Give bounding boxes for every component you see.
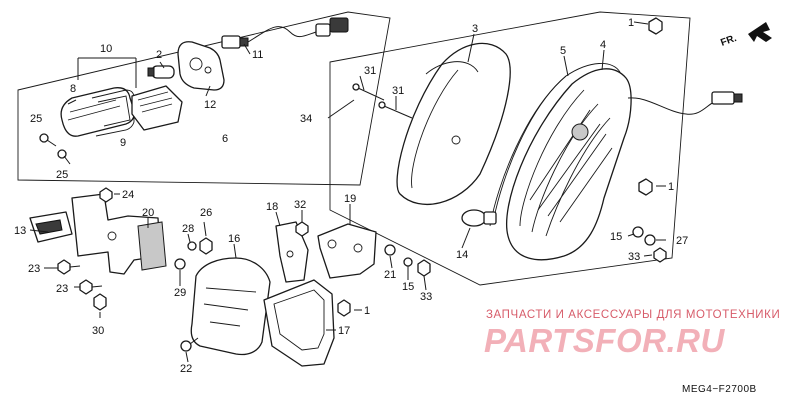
side-reflector [29, 211, 73, 243]
callout-13: 13 [14, 225, 26, 237]
license-light-housing [177, 41, 225, 91]
watermark-tagline: ЗАПЧАСТИ И АКСЕССУАРЫ ДЛЯ МОТОТЕХНИКИ [486, 309, 780, 321]
nut-33-center [417, 259, 431, 277]
callout-8: 8 [70, 83, 76, 95]
nut-1-center [337, 299, 351, 317]
reflector-20 [137, 221, 167, 271]
license-light-bulb [147, 65, 175, 79]
callout-15-right: 15 [610, 231, 622, 243]
screw-31-a [352, 83, 385, 101]
callout-33-center: 33 [420, 291, 432, 303]
washer-stack-right [632, 226, 667, 263]
rear-fender-panel [190, 257, 271, 356]
washer-15-center [403, 257, 413, 267]
watermark-logo: PARTSFOR.RU [484, 322, 725, 359]
callout-9: 9 [120, 137, 126, 149]
front-arrow-icon [748, 22, 772, 42]
callout-15-center: 15 [402, 281, 414, 293]
bolt-23-b [79, 279, 103, 295]
stay-bracket [275, 221, 309, 283]
watermark: ЗАПЧАСТИ И АКСЕССУАРЫ ДЛЯ МОТОТЕХНИКИ PA… [484, 309, 780, 359]
callout-33-right: 33 [628, 251, 640, 263]
bolt-32 [295, 221, 309, 237]
callout-25-upper: 25 [30, 113, 42, 125]
callout-5: 5 [560, 45, 566, 57]
callout-12: 12 [204, 99, 216, 111]
callout-24: 24 [122, 189, 134, 201]
callout-4: 4 [600, 39, 606, 51]
screw-22 [180, 337, 199, 352]
callout-30: 30 [92, 325, 104, 337]
callout-1-center: 1 [364, 305, 370, 317]
callout-32: 32 [294, 199, 306, 211]
callout-28: 28 [182, 223, 194, 235]
taillight-housing [506, 68, 632, 261]
callout-1-right: 1 [668, 181, 674, 193]
screw-31-b [378, 101, 413, 119]
taillight-wire [627, 91, 743, 115]
callout-16: 16 [228, 233, 240, 245]
washer-29 [174, 258, 186, 270]
callout-11: 11 [252, 49, 263, 61]
callout-29: 29 [174, 287, 186, 299]
bolt-24 [99, 187, 113, 203]
washer-21 [384, 244, 396, 256]
callout-21: 21 [384, 269, 396, 281]
front-label: FR. [719, 33, 738, 49]
callout-23-a: 23 [28, 263, 40, 275]
callout-23-b: 23 [56, 283, 68, 295]
light-shield-plate [131, 85, 183, 131]
group-box-license-light [17, 11, 391, 186]
callout-22: 22 [180, 363, 192, 375]
diagram-code: MEG4−F2700B [682, 384, 757, 395]
callout-labels: 1 1 1 2 3 4 5 6 8 9 10 11 12 13 14 15 15… [14, 17, 688, 375]
callout-27: 27 [676, 235, 688, 247]
callout-31-a: 31 [364, 65, 376, 77]
group-box-taillight [329, 11, 691, 286]
callout-10: 10 [100, 43, 112, 55]
callout-17: 17 [338, 325, 350, 337]
callout-20: 20 [142, 207, 154, 219]
bolt-23-a [57, 259, 81, 275]
nut-30 [93, 293, 107, 311]
callout-19: 19 [344, 193, 356, 205]
mount-bracket [317, 223, 377, 279]
callout-6: 6 [222, 133, 228, 145]
callout-26: 26 [200, 207, 212, 219]
front-direction-marker: FR. [719, 22, 772, 49]
license-plate-seal [263, 279, 335, 367]
leader-lines [29, 21, 666, 363]
taillight-gasket [489, 63, 621, 227]
callout-2: 2 [156, 49, 162, 61]
callout-25-lower: 25 [56, 169, 68, 181]
callout-3: 3 [472, 23, 478, 35]
callout-31-b: 31 [392, 85, 404, 97]
nut-1-right [638, 178, 653, 196]
callout-1-top: 1 [628, 17, 634, 29]
taillight-bulb [461, 209, 497, 227]
callout-14: 14 [456, 249, 468, 261]
collar-26 [199, 237, 213, 255]
taillight-lens-cover [396, 42, 511, 206]
screw-25-lower [57, 149, 71, 165]
washer-28 [187, 241, 197, 251]
callout-34: 34 [300, 113, 312, 125]
callout-18: 18 [266, 201, 278, 213]
nut-1-top [648, 17, 663, 35]
socket-harness [221, 17, 349, 49]
screw-25-upper [39, 133, 57, 147]
